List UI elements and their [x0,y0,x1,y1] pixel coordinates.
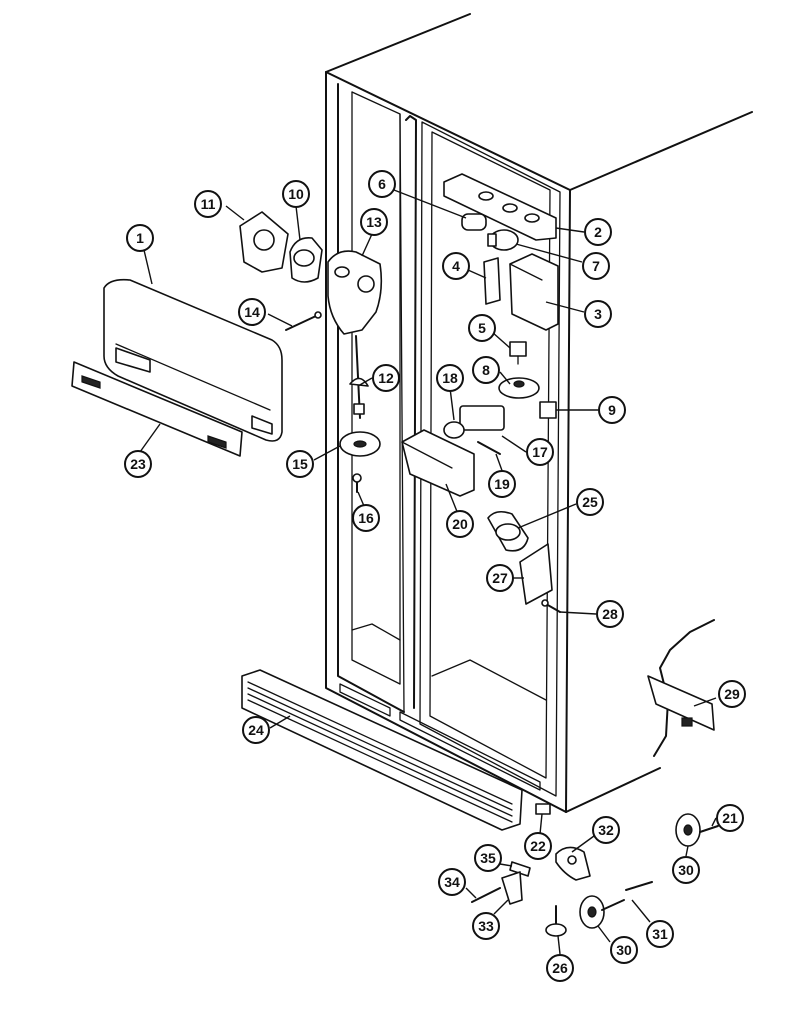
callout-17: 17 [526,438,554,466]
callouts: 1 2 3 4 5 6 7 8 9 10 11 12 13 14 15 16 1… [124,170,746,982]
callout-32-label: 32 [598,822,614,838]
callout-10: 10 [282,180,310,208]
callout-8: 8 [472,356,500,384]
callout-16-label: 16 [358,510,374,526]
callout-30-upper: 30 [672,856,700,884]
callout-34-label: 34 [444,874,460,890]
callout-17-label: 17 [532,444,548,460]
callout-34: 34 [438,868,466,896]
callout-5: 5 [468,314,496,342]
callout-35-label: 35 [480,850,496,866]
callout-24-label: 24 [248,722,264,738]
callout-23: 23 [124,450,152,478]
callout-13: 13 [360,208,388,236]
callout-24: 24 [242,716,270,744]
callout-6-label: 6 [378,176,386,192]
callout-29-label: 29 [724,686,740,702]
part-drawings [71,211,719,937]
callout-2-label: 2 [594,224,602,240]
callout-28-label: 28 [602,606,618,622]
callout-5-label: 5 [478,320,486,336]
callout-4: 4 [442,252,470,280]
callout-23-label: 23 [130,456,146,472]
callout-6: 6 [368,170,396,198]
callout-29: 29 [718,680,746,708]
leader-lines [139,189,717,955]
callout-33: 33 [472,912,500,940]
callout-3-label: 3 [594,306,602,322]
callout-15: 15 [286,450,314,478]
callout-25-label: 25 [582,494,598,510]
callout-18-label: 18 [442,370,458,386]
callout-31-label: 31 [652,926,668,942]
callout-14: 14 [238,298,266,326]
callout-12-label: 12 [378,370,394,386]
callout-35: 35 [474,844,502,872]
callout-22-label: 22 [530,838,546,854]
callout-19-label: 19 [494,476,510,492]
callout-22: 22 [524,832,552,860]
callout-30-upper-label: 30 [678,862,694,878]
callout-3: 3 [584,300,612,328]
callout-20: 20 [446,510,474,538]
callout-32: 32 [592,816,620,844]
callout-7: 7 [582,252,610,280]
callout-26: 26 [546,954,574,982]
callout-19: 19 [488,470,516,498]
callout-11-label: 11 [201,196,216,212]
callout-33-label: 33 [478,918,494,934]
callout-25: 25 [576,488,604,516]
callout-1: 1 [126,224,154,252]
callout-27: 27 [486,564,514,592]
callout-26-label: 26 [552,960,568,976]
callout-21-label: 21 [722,810,738,826]
callout-30-lower-label: 30 [616,942,632,958]
callout-9: 9 [598,396,626,424]
callout-10-label: 10 [288,186,304,202]
callout-1-label: 1 [136,230,144,246]
callout-7-label: 7 [592,258,600,274]
callout-2: 2 [584,218,612,246]
callout-21: 21 [716,804,744,832]
callout-8-label: 8 [482,362,490,378]
callout-30-lower: 30 [610,936,638,964]
callout-28: 28 [596,600,624,628]
callout-14-label: 14 [244,304,260,320]
callout-11: 11 [194,190,222,218]
callout-16: 16 [352,504,380,532]
callout-27-label: 27 [492,570,508,586]
callout-20-label: 20 [452,516,468,532]
cabinet [325,13,753,813]
callout-9-label: 9 [608,402,616,418]
callout-12: 12 [372,364,400,392]
callout-13-label: 13 [366,214,382,230]
callout-31: 31 [646,920,674,948]
callout-18: 18 [436,364,464,392]
callout-4-label: 4 [452,258,460,274]
callout-15-label: 15 [292,456,308,472]
